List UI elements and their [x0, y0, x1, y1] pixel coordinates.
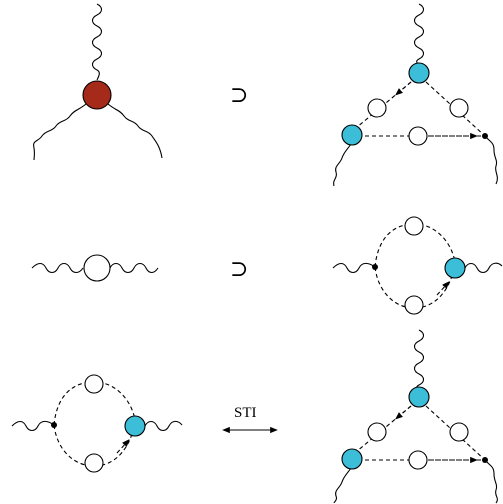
gluon-line-top	[413, 329, 425, 390]
gluon-line-top	[91, 3, 103, 81]
gluon-propagator-diagram	[31, 254, 159, 282]
ghost-loop-lower	[53, 424, 133, 467]
bare-vertex-dot	[482, 457, 488, 463]
ghost-loop-diagram-row3	[11, 374, 183, 473]
ghost-loop-diagram-row2	[332, 216, 503, 315]
full-gluon-propagator	[83, 254, 111, 282]
gluon-line-left	[31, 262, 84, 274]
ghost-gluon-vertex	[124, 415, 146, 437]
ghost-line-upper-right	[425, 81, 486, 137]
full-three-point-vertex	[33, 3, 163, 161]
ghost-loop-arrow	[436, 281, 450, 296]
ghost-propagator	[367, 98, 387, 118]
ghost-gluon-vertex	[444, 257, 466, 279]
sti-label: STI	[234, 405, 257, 421]
gluon-line-left	[332, 262, 376, 274]
gluon-line-right	[464, 262, 503, 274]
contains-symbol-row1: ⊃	[230, 83, 248, 108]
ghost-propagator	[408, 126, 428, 146]
ghost-line-upper-left-arrow	[395, 81, 412, 96]
ghost-propagator	[84, 453, 104, 473]
gluon-line-left	[33, 103, 87, 161]
ghost-triangle-diagram-row3	[333, 329, 498, 504]
gluon-line-left	[11, 420, 55, 432]
gluon-line-right	[144, 420, 183, 432]
contains-symbol-row2: ⊃	[230, 257, 248, 282]
full-vertex-blob	[82, 80, 112, 110]
gluon-line-right	[109, 262, 159, 274]
bare-vertex-dot	[482, 133, 488, 139]
ghost-propagator	[367, 422, 387, 442]
ghost-propagator	[84, 374, 104, 394]
ghost-triangle-diagram-row1	[333, 3, 498, 187]
gluon-line-left	[333, 467, 352, 504]
gluon-line-right	[484, 459, 498, 504]
ghost-propagator	[404, 216, 424, 236]
gluon-line-right	[107, 103, 163, 159]
bare-vertex-dot	[372, 264, 378, 270]
ghost-line-upper-left-arrow	[395, 405, 412, 420]
ghost-propagator	[449, 422, 469, 442]
ghost-propagator	[404, 295, 424, 315]
ghost-propagator	[408, 450, 428, 470]
sti-relation: STI	[222, 405, 278, 434]
gluon-line-left	[333, 143, 352, 187]
ghost-gluon-vertex	[341, 448, 363, 470]
ghost-gluon-vertex	[408, 386, 430, 408]
bare-vertex-dot	[51, 422, 57, 428]
ghost-propagator	[449, 98, 469, 118]
ghost-gluon-vertex	[341, 124, 363, 146]
ghost-gluon-vertex	[408, 62, 430, 84]
gluon-line-right	[484, 135, 498, 185]
ghost-loop-arrow	[116, 439, 130, 454]
gluon-line-top	[413, 3, 425, 64]
ghost-line-upper-right	[425, 405, 486, 461]
